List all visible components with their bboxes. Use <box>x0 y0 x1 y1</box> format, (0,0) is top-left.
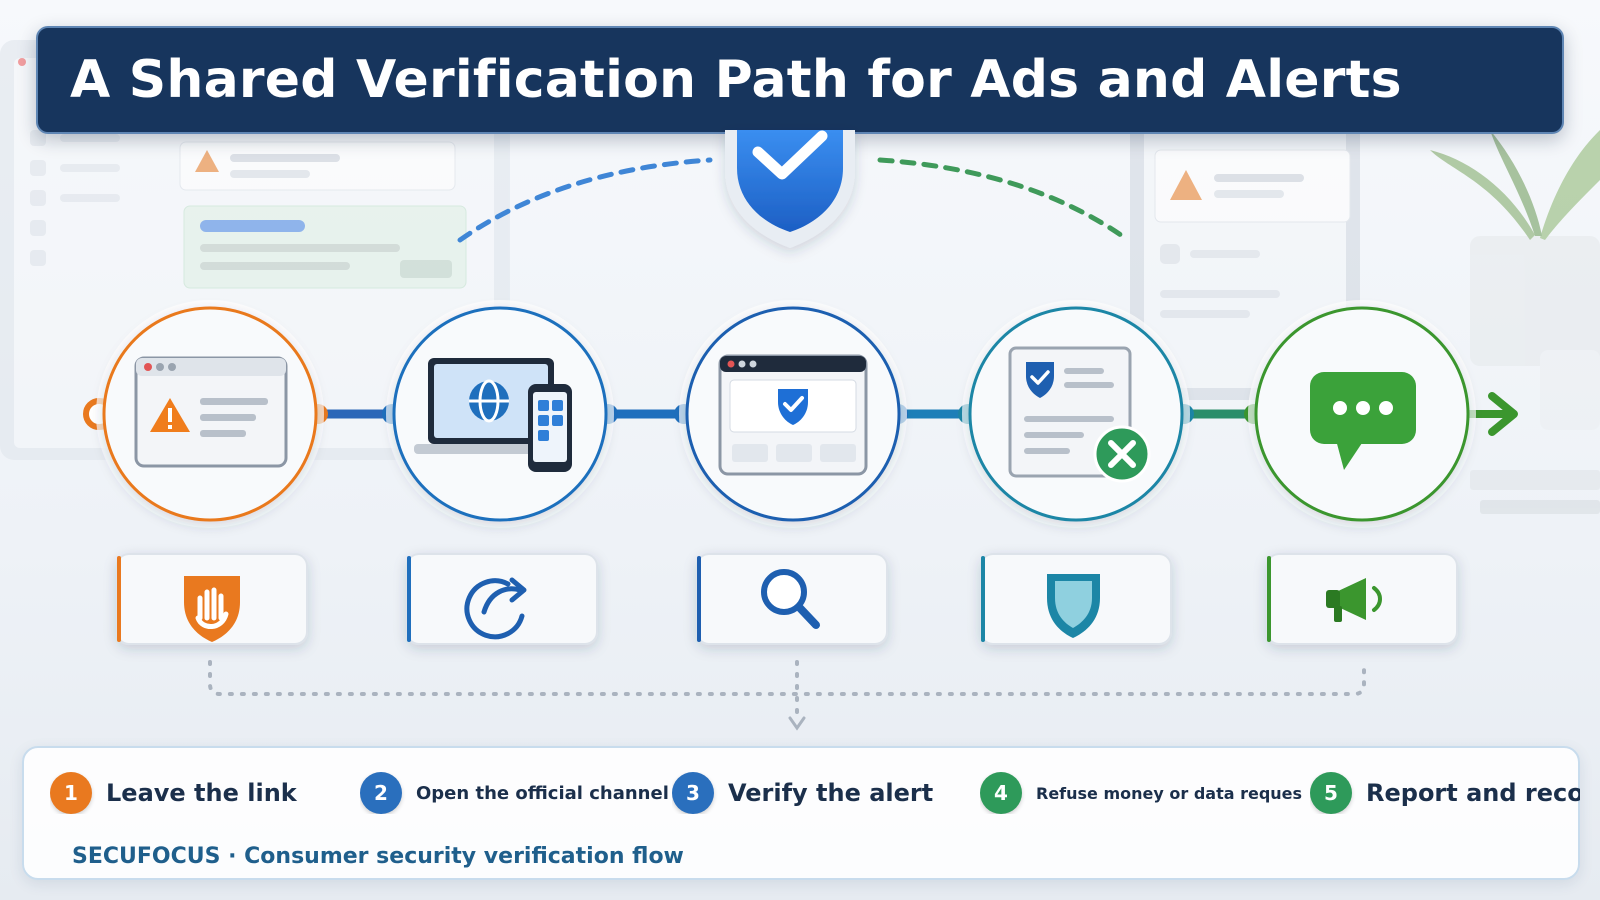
step-4-label: Refuse money or data reques <box>1036 783 1303 803</box>
step-5: 5 Report and record <box>1310 772 1580 814</box>
action-card-2 <box>406 553 598 645</box>
warning-browser-window-icon <box>134 356 288 468</box>
step-4: 4 Refuse money or data reques <box>980 772 1314 814</box>
down-arrow-icon <box>788 716 806 731</box>
footer-caption: SECUFOCUS · Consumer security verificati… <box>72 844 684 869</box>
stage-2-circle <box>386 300 614 528</box>
step-2-badge: 2 <box>360 772 402 814</box>
step-2-label: Open the official channel <box>416 782 669 804</box>
stage-4-circle <box>962 300 1190 528</box>
chat-bubble-icon <box>1310 372 1416 470</box>
stage-5-circle <box>1248 300 1476 528</box>
arc-right <box>877 157 1131 243</box>
megaphone-icon <box>1326 578 1382 622</box>
shield-browser-window-icon <box>718 354 868 476</box>
step-5-badge: 5 <box>1310 772 1352 814</box>
step-5-label: Report and record <box>1366 779 1580 807</box>
title-banner: A Shared Verification Path for Ads and A… <box>36 26 1564 134</box>
step-1-label: Leave the link <box>106 779 297 807</box>
laptop-phone-globe-icon <box>414 358 572 472</box>
stage-1-circle <box>96 300 324 528</box>
shield-icon <box>1047 574 1100 638</box>
step-3-badge: 3 <box>672 772 714 814</box>
step-1-badge: 1 <box>50 772 92 814</box>
action-card-5 <box>1266 553 1458 645</box>
action-card-4 <box>980 553 1172 645</box>
step-3: 3 Verify the alert <box>672 772 962 814</box>
page-title: A Shared Verification Path for Ads and A… <box>70 50 1402 110</box>
magnifier-icon <box>761 569 820 629</box>
stop-hand-shield-icon <box>184 576 240 642</box>
step-2: 2 Open the official channel <box>360 772 674 814</box>
redirect-arrow-icon <box>464 577 527 640</box>
arc-left <box>457 157 713 243</box>
steps-legend: 1 Leave the link 2 Open the official cha… <box>22 746 1580 880</box>
step-4-badge: 4 <box>980 772 1022 814</box>
action-card-3 <box>696 553 888 645</box>
step-1: 1 Leave the link <box>50 772 330 814</box>
stage-3-circle <box>679 300 907 528</box>
action-card-1 <box>116 553 308 645</box>
verified-shield-icon <box>725 130 855 248</box>
dotted-bracket <box>208 660 1366 696</box>
rejected-request-document-icon <box>1008 346 1151 483</box>
step-3-label: Verify the alert <box>728 779 934 807</box>
